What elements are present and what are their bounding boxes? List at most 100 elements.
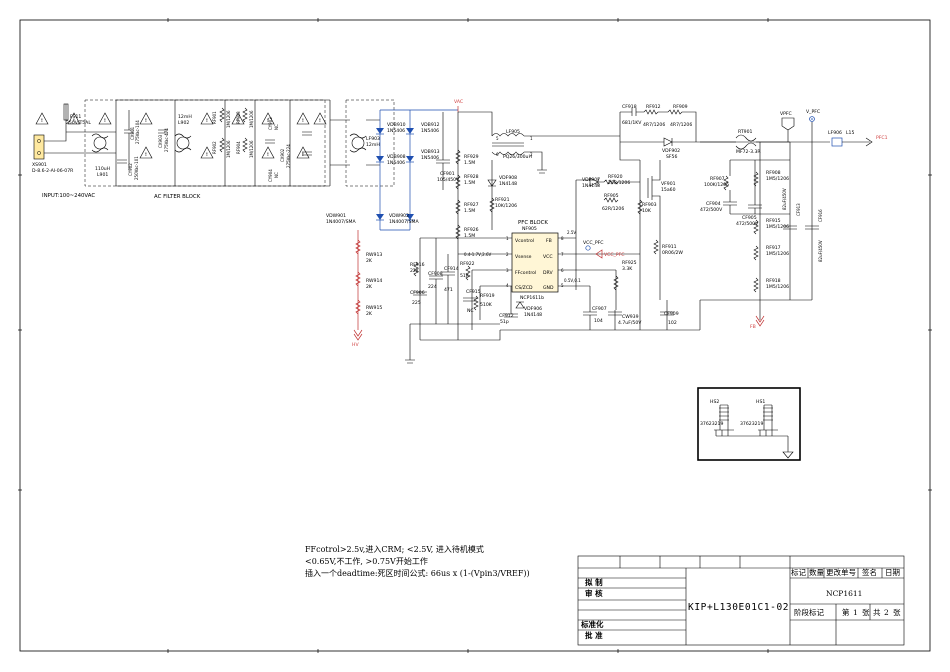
svg-text:1N4148: 1N4148 [499, 181, 517, 187]
svg-text:标准化: 标准化 [580, 619, 604, 629]
svg-text:CF912: CF912 [499, 313, 514, 319]
svg-text:RW915: RW915 [366, 305, 382, 311]
svg-text:Vsense: Vsense [515, 254, 532, 260]
svg-text:1M5/1206: 1M5/1206 [766, 284, 789, 290]
svg-text:PFC1: PFC1 [876, 135, 888, 141]
cap-cx901: CX901 275Vac-104 [124, 110, 140, 170]
note-2: <0.65V,不工作, >0.75V开始工作 [305, 556, 428, 566]
svg-text:51p: 51p [500, 319, 509, 325]
svg-text:RF922: RF922 [460, 261, 475, 267]
svg-text:GND: GND [543, 285, 554, 291]
svg-text:V_PFC: V_PFC [806, 109, 820, 115]
svg-text:3.3K: 3.3K [622, 266, 633, 272]
svg-text:2K: 2K [366, 311, 373, 317]
svg-text:LF903: LF903 [366, 136, 380, 142]
svg-text:NC: NC [274, 172, 279, 178]
svg-text:4R7/1206: 4R7/1206 [643, 122, 665, 128]
svg-text:VAC: VAC [454, 99, 463, 105]
svg-text:RF920: RF920 [608, 174, 623, 180]
frame-ticks [18, 18, 932, 653]
svg-text:1.5M: 1.5M [464, 180, 475, 186]
svg-text:8: 8 [561, 236, 564, 241]
svg-text:1M5/1206: 1M5/1206 [766, 251, 789, 257]
svg-text:RF925: RF925 [622, 260, 637, 266]
svg-text:62R/1206: 62R/1206 [602, 206, 624, 212]
svg-text:100K/1206: 100K/1206 [704, 182, 729, 188]
fuse-value: 250V/T5AL [66, 120, 91, 126]
svg-text:102: 102 [668, 320, 677, 326]
svg-text:RF927: RF927 [464, 202, 479, 208]
svg-text:1M5/1206: 1M5/1206 [766, 224, 789, 230]
svg-text:1M/1206: 1M/1206 [226, 140, 231, 158]
svg-text:0.4-1.7V,2.6V: 0.4-1.7V,2.6V [464, 252, 492, 257]
svg-text:NC: NC [467, 308, 474, 314]
input-section: XS901 D-8.6-2-AI-06-07R INPUT:100~240VAC… [32, 99, 331, 200]
ac-filter-box [84, 99, 326, 187]
svg-text:RF918: RF918 [766, 278, 781, 284]
bridge-section: LF903 12mH VDB910 1N5406 VDB908 1N5406 V… [326, 99, 458, 348]
svg-text:RW913: RW913 [366, 252, 382, 258]
svg-text:VDB908: VDB908 [387, 154, 406, 160]
svg-text:FB: FB [750, 324, 756, 330]
svg-text:RF917: RF917 [766, 245, 781, 251]
svg-text:张: 张 [893, 608, 901, 617]
svg-text:LF906: LF906 [828, 130, 842, 136]
svg-text:82uF/450V: 82uF/450V [782, 188, 787, 210]
svg-text:1N5406: 1N5406 [421, 155, 439, 161]
svg-text:!: ! [237, 118, 239, 123]
svg-text:1M/1206: 1M/1206 [249, 140, 254, 158]
pfc-section: VAC LF905 PQ26/300uH 56 12 CF901 105/450… [405, 99, 700, 364]
ac-filter-label: AC FILTER BLOCK [154, 194, 201, 200]
svg-text:37623219: 37623219 [700, 421, 723, 427]
svg-text:4: 4 [506, 283, 509, 288]
svg-text:2K: 2K [366, 258, 373, 264]
svg-text:!: ! [104, 118, 106, 123]
svg-text:1N4148: 1N4148 [524, 312, 542, 318]
svg-text:7: 7 [561, 252, 564, 257]
svg-text:FB: FB [546, 238, 552, 244]
svg-text:L15: L15 [846, 130, 854, 136]
svg-text:471: 471 [444, 287, 453, 293]
title-block [577, 555, 905, 646]
svg-text:82uF/450V: 82uF/450V [818, 240, 823, 262]
svg-text:RF912: RF912 [646, 104, 661, 110]
svg-text:CF904: CF904 [706, 201, 721, 207]
note-3: 插入一个deadtime:死区时间公式: 66us x (1-(Vpin3/VR… [305, 568, 530, 578]
svg-text:MF72-3.3R: MF72-3.3R [736, 149, 761, 155]
svg-text:1N5406: 1N5406 [421, 128, 439, 134]
svg-text:RF919: RF919 [480, 293, 495, 299]
svg-text:FFcontrol: FFcontrol [515, 270, 536, 276]
cap-cy902: CY902 250Vac-101 [117, 156, 139, 180]
svg-text:472/500V: 472/500V [736, 221, 759, 227]
warning-marks: !!!! !!!!! !!!! [41, 118, 321, 157]
svg-text:CY902: CY902 [128, 163, 133, 176]
svg-text:签名: 签名 [862, 567, 877, 577]
svg-text:RW914: RW914 [366, 278, 382, 284]
svg-text:4R7/1206: 4R7/1206 [670, 122, 692, 128]
svg-text:6: 6 [561, 268, 564, 273]
svg-text:RF929: RF929 [464, 154, 479, 160]
svg-text:22K: 22K [410, 268, 420, 274]
title-block-text: 标记 数量 更改单号 签名 日期 拟 制 审 核 标准化 批 准 KIP+L13… [580, 567, 901, 640]
svg-text:数量: 数量 [809, 567, 824, 577]
svg-text:阶段标记: 阶段标记 [794, 607, 824, 617]
svg-text:VDF902: VDF902 [662, 148, 680, 154]
svg-text:拟 制: 拟 制 [585, 577, 603, 587]
svg-text:4.7uF/50V: 4.7uF/50V [618, 320, 642, 326]
svg-text:2: 2 [884, 608, 889, 617]
svg-text:CF916: CF916 [818, 209, 823, 222]
svg-text:0R06/2W: 0R06/2W [662, 250, 683, 256]
svg-text:51K: 51K [460, 273, 470, 279]
svg-text:20R/1206: 20R/1206 [608, 180, 630, 186]
cap-cx903: CX903 275Vac-474 [158, 128, 169, 152]
svg-text:RF903: RF903 [642, 202, 657, 208]
svg-text:CY904: CY904 [268, 169, 273, 182]
svg-text:CF918: CF918 [622, 104, 637, 110]
svg-text:HS2: HS2 [710, 399, 719, 405]
svg-text:CX901: CX901 [130, 126, 135, 140]
svg-text:12mH: 12mH [366, 142, 380, 148]
svg-text:RF928: RF928 [464, 174, 479, 180]
svg-text:VDW902: VDW902 [389, 213, 409, 219]
svg-text:1: 1 [506, 236, 509, 241]
svg-text:1N5406: 1N5406 [387, 160, 405, 166]
